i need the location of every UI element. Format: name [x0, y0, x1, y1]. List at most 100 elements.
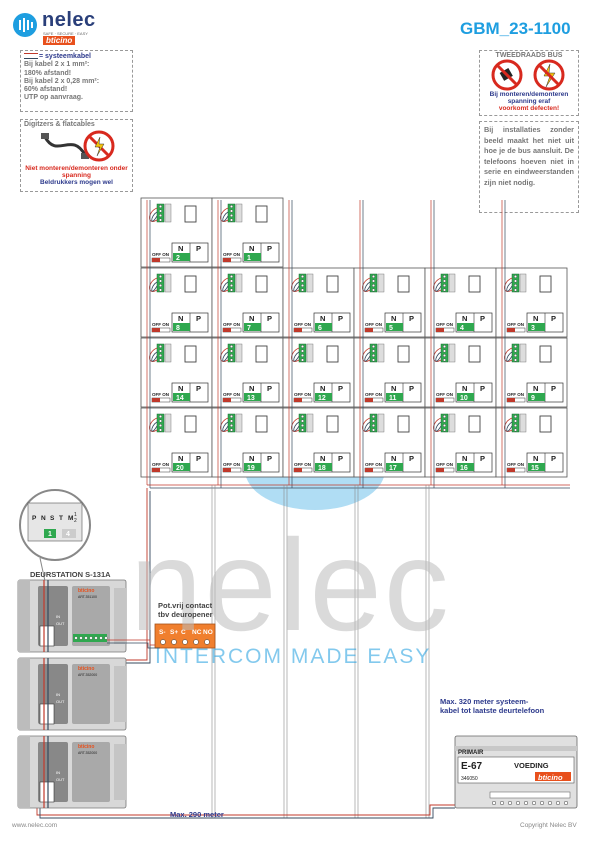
phone-address-number: 19	[247, 465, 255, 472]
address-cell	[457, 393, 474, 401]
terminal-screw	[301, 424, 305, 428]
switch-knob	[223, 468, 231, 472]
phone-terminal-label	[377, 413, 385, 433]
phone-wire-blue	[364, 351, 371, 362]
off-on-label: OFF ON	[436, 462, 453, 467]
terminal-screw	[158, 354, 162, 358]
terminal-screw	[229, 284, 233, 288]
logo-mark-icon	[13, 13, 37, 37]
phone-address-number: 10	[460, 395, 468, 402]
handset-icon	[255, 345, 268, 363]
switch-knob	[507, 468, 515, 472]
phone-wire-red	[504, 277, 513, 292]
terminal-screw	[372, 345, 376, 349]
phone-wire-blue	[506, 421, 513, 432]
psu-screw	[491, 800, 497, 806]
relay-title-1: Pot.vrij contact	[158, 601, 213, 610]
phone-terminal-label	[377, 273, 385, 293]
psu-screw	[555, 800, 561, 806]
off-on-label: OFF ON	[152, 252, 169, 257]
psu-brand: bticino	[538, 773, 563, 782]
switch-knob	[152, 398, 160, 402]
station-terminal-screw	[94, 636, 98, 640]
terminal-screw	[372, 284, 376, 288]
phone-wire-red	[291, 417, 300, 432]
p-label: P	[267, 454, 272, 463]
phone-terminal-label	[164, 413, 172, 433]
terminal-screw	[372, 288, 376, 292]
off-on-label: OFF ON	[223, 462, 240, 467]
terminal-screw	[158, 204, 162, 208]
digitizer-note-title: Digitzers & flatcables	[24, 121, 95, 128]
switch-knob	[223, 258, 231, 262]
phone-address-number: 16	[460, 465, 468, 472]
p-label: P	[338, 454, 343, 463]
terminal-screw	[372, 415, 376, 419]
max-290-label: Max. 290 meter	[170, 810, 224, 819]
phone-terminal	[440, 343, 449, 363]
relay-terminal-screw	[193, 639, 199, 645]
phone-wire-blue	[506, 351, 513, 362]
door-station-title: DEURSTATION S-131A	[30, 570, 111, 579]
dip-mid-label: 1	[74, 512, 77, 518]
psu-code: E-67	[461, 761, 483, 772]
phone-terminal-label	[519, 273, 527, 293]
address-cell	[457, 463, 474, 471]
phone-terminal-label	[448, 273, 456, 293]
address-cell	[244, 323, 261, 331]
phone-terminal	[156, 203, 165, 223]
n-label: N	[391, 454, 396, 463]
terminal-screw	[301, 279, 305, 283]
terminal-screw	[229, 349, 233, 353]
terminal-screw	[372, 424, 376, 428]
terminal-screw	[443, 419, 447, 423]
phone-address-number: 11	[389, 395, 397, 402]
terminal-screw	[443, 428, 447, 432]
p-label: P	[551, 384, 556, 393]
phone-address-number: 6	[318, 325, 322, 332]
switch-knob	[294, 468, 302, 472]
terminal-screw	[158, 218, 162, 222]
two-wire-note: TWEEDRAADS BUS Bij monteren/demonteren s…	[479, 50, 579, 116]
address-cell	[244, 463, 261, 471]
relay-terminal-label: C	[181, 629, 186, 636]
module-out-label: OUT	[56, 699, 65, 704]
phone-terminal-label	[164, 203, 172, 223]
terminal-screw	[158, 279, 162, 283]
psu-screw	[523, 800, 529, 806]
handset-icon	[468, 415, 481, 433]
p-label: P	[409, 384, 414, 393]
dip-value-right: 4	[66, 531, 70, 538]
terminal-screw	[158, 419, 162, 423]
switch-knob	[365, 328, 373, 332]
phone-wire-red	[362, 417, 371, 432]
terminal-screw	[301, 358, 305, 362]
terminal-screw	[229, 279, 233, 283]
phone-wire-red	[149, 347, 158, 362]
phone-wire-blue	[151, 281, 158, 292]
terminal-screw	[158, 358, 162, 362]
module-in-label: IN	[56, 692, 60, 697]
station-terminal-screw	[84, 636, 88, 640]
module-bracket	[18, 580, 30, 652]
terminal-screw	[372, 349, 376, 353]
phone-wire-red	[433, 347, 442, 362]
phone-terminal-label	[306, 413, 314, 433]
n-label: N	[320, 384, 325, 393]
terminal-screw	[372, 275, 376, 279]
document-id: GBM_23-1100	[460, 19, 571, 38]
phone-terminal-label	[448, 343, 456, 363]
terminal-screw	[229, 354, 233, 358]
switch-knob	[223, 398, 231, 402]
switch-knob	[365, 398, 373, 402]
address-cell	[315, 323, 332, 331]
phone-wire-blue	[364, 281, 371, 292]
